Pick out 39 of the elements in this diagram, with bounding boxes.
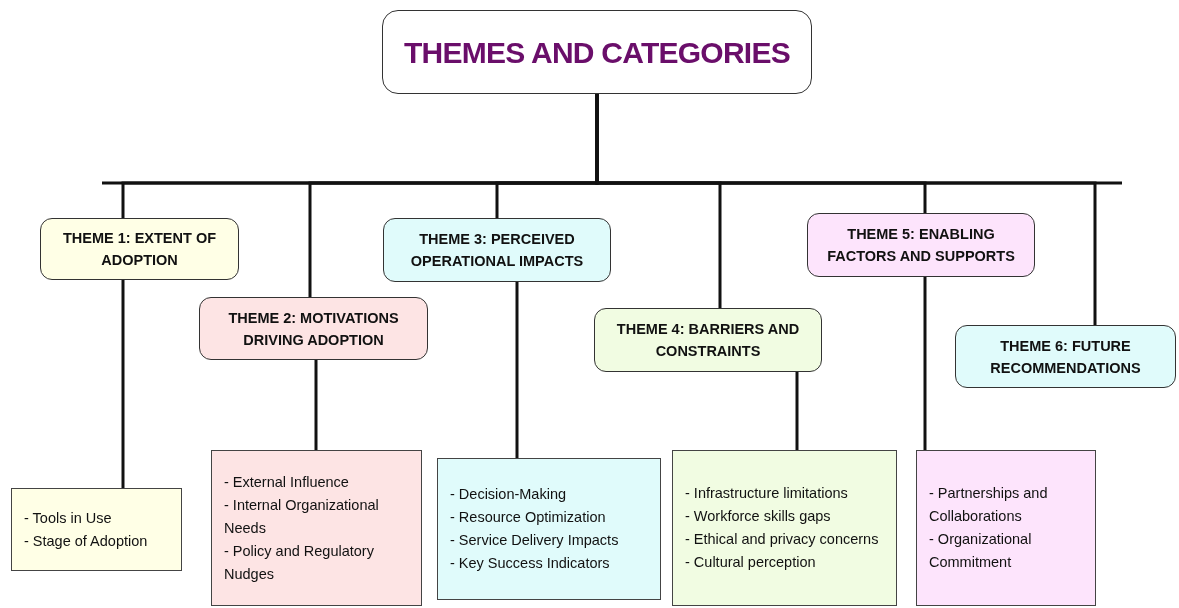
theme-title: THEME 5: ENABLING FACTORS AND SUPPORTS <box>826 225 1016 266</box>
theme-box <box>383 218 611 282</box>
category-item: - Partnerships and Collaborations <box>929 484 1049 526</box>
category-item: - Service Delivery Impacts <box>450 531 620 550</box>
category-box <box>672 450 897 606</box>
theme-title: THEME 4: BARRIERS AND CONSTRAINTS <box>615 320 801 361</box>
theme-title: THEME 6: FUTURE RECOMMENDATIONS <box>989 336 1142 378</box>
theme-box <box>40 218 239 280</box>
category-box <box>11 488 182 571</box>
theme-title: THEME 1: EXTENT OF ADOPTION <box>61 229 218 270</box>
theme-title: THEME 2: MOTIVATIONS DRIVING ADOPTION <box>227 308 400 350</box>
connector-line <box>314 360 318 450</box>
category-item: - Key Success Indicators <box>450 554 611 573</box>
theme-box <box>807 213 1035 277</box>
category-box <box>211 450 422 606</box>
category-item: - Tools in Use <box>24 508 113 528</box>
category-item: - Workforce skills gaps <box>685 507 832 526</box>
category-item: - Cultural perception <box>685 553 817 572</box>
category-item: - Ethical and privacy concerns <box>685 530 880 549</box>
connector-line <box>121 280 125 488</box>
theme-box <box>955 325 1176 388</box>
category-item: - Organizational Commitment <box>929 530 1033 572</box>
category-item: - Stage of Adoption <box>24 531 149 551</box>
theme-box <box>594 308 822 372</box>
connector-line <box>515 282 519 458</box>
connector-line <box>923 277 927 450</box>
category-item: - External Influence <box>224 472 350 492</box>
theme-box <box>199 297 428 360</box>
theme-title: THEME 3: PERCEIVED OPERATIONAL IMPACTS <box>409 230 585 271</box>
category-box <box>437 458 661 600</box>
title-box <box>382 10 812 94</box>
category-item: - Infrastructure limitations <box>685 484 849 503</box>
category-item: - Decision-Making <box>450 485 568 504</box>
category-item: - Resource Optimization <box>450 508 607 527</box>
title-text: THEMES AND CATEGORIES <box>404 34 790 71</box>
category-item: - Policy and Regulatory Nudges <box>224 541 375 584</box>
category-item: - Internal Organizational Needs <box>224 495 380 538</box>
connector-line <box>795 372 799 450</box>
category-box <box>916 450 1096 606</box>
